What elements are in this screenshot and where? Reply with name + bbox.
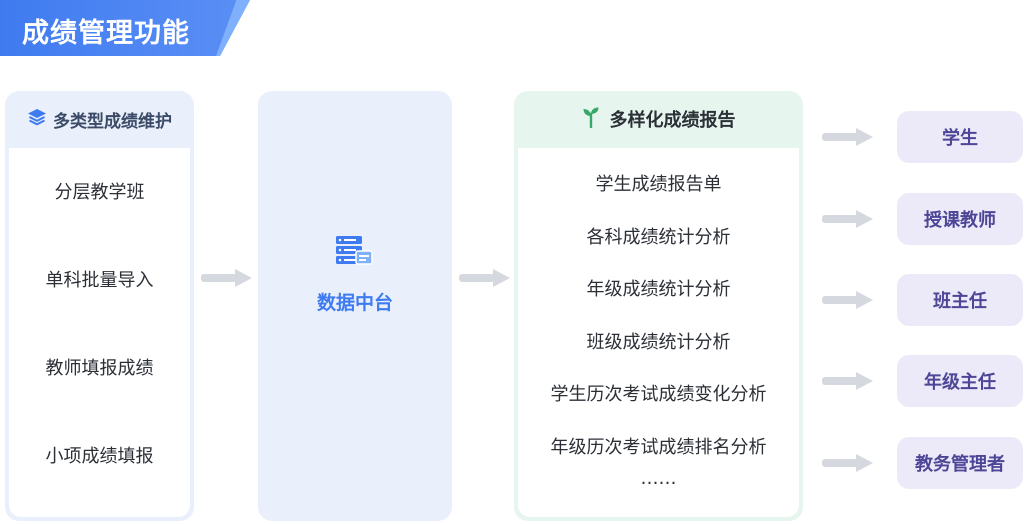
input-panel-header: 多类型成绩维护 bbox=[5, 91, 194, 147]
input-item: 小项成绩填报 bbox=[45, 446, 154, 467]
input-item: 分层教学班 bbox=[54, 182, 145, 203]
role-arrow-icon bbox=[822, 372, 873, 390]
report-item-ellipsis: …… bbox=[640, 468, 677, 489]
report-item: 年级成绩统计分析 bbox=[586, 279, 731, 300]
input-panel: 多类型成绩维护 分层教学班 单科批量导入 教师填报成绩 小项成绩填报 bbox=[5, 91, 194, 521]
report-item: 年级历次考试成绩排名分析 bbox=[550, 437, 767, 458]
input-panel-title: 多类型成绩维护 bbox=[53, 111, 172, 132]
role-teacher: 授课教师 bbox=[897, 193, 1023, 245]
report-panel-title: 多样化成绩报告 bbox=[609, 110, 736, 131]
title-banner-accent bbox=[216, 0, 250, 56]
page-title: 成绩管理功能 bbox=[22, 18, 190, 49]
sprout-icon bbox=[582, 106, 600, 132]
flow-arrow-icon bbox=[459, 269, 510, 287]
report-panel-header: 多样化成绩报告 bbox=[514, 91, 803, 147]
role-student: 学生 bbox=[897, 111, 1023, 163]
data-center-panel: 数据中台 bbox=[258, 91, 452, 521]
report-panel: 多样化成绩报告 学生成绩报告单 各科成绩统计分析 年级成绩统计分析 班级成绩统计… bbox=[514, 91, 803, 521]
data-center-label: 数据中台 bbox=[316, 292, 393, 314]
input-panel-body: 分层教学班 单科批量导入 教师填报成绩 小项成绩填报 bbox=[9, 148, 190, 517]
role-class-head: 班主任 bbox=[897, 274, 1023, 326]
layers-icon bbox=[27, 108, 47, 130]
role-academic-admin: 教务管理者 bbox=[897, 437, 1023, 489]
role-arrow-icon bbox=[822, 291, 873, 309]
report-item: 学生历次考试成绩变化分析 bbox=[550, 384, 767, 405]
role-arrow-icon bbox=[822, 128, 873, 146]
role-arrow-icon bbox=[822, 210, 873, 228]
flow-arrow-icon bbox=[201, 269, 252, 287]
input-item: 教师填报成绩 bbox=[45, 358, 154, 379]
server-database-icon bbox=[334, 234, 374, 272]
report-item: 学生成绩报告单 bbox=[595, 174, 722, 195]
role-grade-head: 年级主任 bbox=[897, 355, 1023, 407]
report-item: 班级成绩统计分析 bbox=[586, 332, 731, 353]
report-item: 各科成绩统计分析 bbox=[586, 227, 731, 248]
input-item: 单科批量导入 bbox=[45, 270, 154, 291]
role-arrow-icon bbox=[822, 454, 873, 472]
report-panel-body: 学生成绩报告单 各科成绩统计分析 年级成绩统计分析 班级成绩统计分析 学生历次考… bbox=[518, 148, 799, 517]
